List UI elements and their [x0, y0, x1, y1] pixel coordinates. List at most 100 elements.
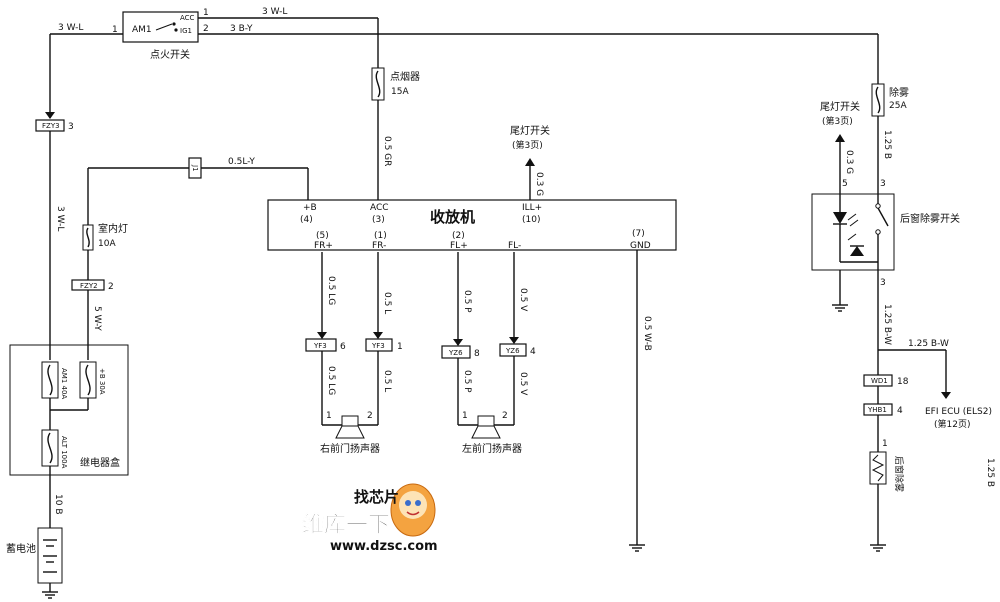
- radio-pin-gnd: GND: [630, 241, 651, 251]
- conn-wd1: WD1: [871, 377, 888, 385]
- ecu-label: EFI ECU (ELS2): [925, 407, 992, 417]
- ignition-pin-am1: AM1: [132, 25, 152, 35]
- radio-pin-fl-plus-num: (2): [452, 231, 465, 241]
- defog-switch-label: 后窗除雾开关: [900, 212, 960, 225]
- radio-pin-fr-plus-num: (5): [316, 231, 329, 241]
- fuse-alt: ALT 100A: [60, 436, 68, 469]
- dome-fuse-label: 室内灯: [98, 222, 128, 235]
- cigar-label: 点烟器: [390, 70, 420, 83]
- right-speaker-circuit: 0.5 LG 0.5 L YF3 6 YF3 1 0.5 LG 0.5 L 1 …: [305, 252, 403, 455]
- left-speaker-circuit: 0.5 P 0.5 V YZ6 8 YZ6 4 0.5 P 0.5 V 1 2 …: [441, 252, 536, 455]
- fuse-am1: AM1 40A: [60, 368, 68, 399]
- wire-label-left-top: 3 W-L: [58, 23, 83, 33]
- watermark-badge: 找芯片: [354, 488, 399, 506]
- ignition-switch: AM1 ACC IG1 点火开关 1 1 2: [112, 8, 209, 61]
- defog-fuse-wire: 1.25 B: [882, 130, 892, 159]
- ls-conn-b-num: 4: [530, 347, 536, 357]
- rs-conn-a: YF3: [313, 342, 327, 350]
- battery: 10 B 蓄电池: [6, 466, 63, 599]
- radio-title: 收放机: [430, 208, 475, 226]
- defog-wire-out: 1.25 B-W: [882, 304, 892, 345]
- ls-conn-a: YZ6: [448, 349, 463, 357]
- rs-wire-b: 0.5 L: [382, 292, 392, 314]
- wire-label-j: 0.5L-Y: [228, 157, 255, 167]
- left-speaker-label: 左前门扬声器: [462, 442, 522, 455]
- wire-label-acc: 3 W-L: [262, 7, 287, 17]
- ls-pin1: 1: [462, 411, 468, 421]
- radio-pin-ill-top: ILL+: [522, 203, 542, 213]
- defog-output: 1.25 B-W 1.25 B-W EFI ECU (ELS2) (第12页) …: [863, 300, 995, 552]
- radio-pin-acc-top: ACC: [370, 203, 389, 213]
- tail-switch-right: 尾灯开关 (第3页) 0.3 G: [820, 100, 860, 194]
- wire-label-main: 3 W-L: [55, 206, 65, 231]
- watermark-url: www.dzsc.com: [330, 539, 438, 554]
- wire-label-dome: 5 W-Y: [92, 306, 102, 331]
- ignition-title: 点火开关: [150, 48, 190, 61]
- heater-label: 后窗除雾: [893, 456, 905, 492]
- cigar-rating: 15A: [391, 87, 409, 97]
- cigar-fuse: 点烟器 15A 0.5 GR: [371, 67, 420, 200]
- cigar-wire: 0.5 GR: [382, 136, 392, 166]
- ls-pin2: 2: [502, 411, 508, 421]
- conn-fzy2: FZY2: [80, 282, 98, 290]
- rs-conn-a-num: 6: [340, 342, 346, 352]
- watermark-brand: 维库一下: [302, 512, 390, 538]
- defog-fuse: 除雾 25A 1.25 B: [871, 83, 909, 194]
- conn-j: J1: [191, 164, 199, 172]
- tail-top-wire: 0.3 G: [534, 172, 544, 196]
- battery-label: 蓄电池: [6, 542, 36, 555]
- tail-top-page: (第3页): [512, 139, 543, 151]
- conn-yhb1: YHB1: [867, 406, 887, 414]
- ignition-num-1: 1: [203, 8, 209, 18]
- conn-fzy2-num: 2: [108, 282, 114, 292]
- radio-gnd-wire: 0.5 W-B: [642, 316, 652, 351]
- radio-pin-acc-num: (3): [372, 215, 385, 225]
- conn-yhb1-num: 4: [897, 406, 903, 416]
- left-branch: FZY3 3 3 W-L J1 0.5L-Y 室内灯 10A FZY2 2 5 …: [35, 119, 309, 360]
- ignition-pin-acc: ACC: [180, 14, 195, 22]
- relay-box: AM1 40A +B 30A ALT 100A 继电器盒: [9, 344, 129, 476]
- radio-pin-fl-minus: FL-: [508, 241, 521, 251]
- rs-wire-a: 0.5 LG: [326, 276, 336, 305]
- radio-unit: 收放机 +B (4) ACC (3) ILL+ (10) (5) FR+ (1)…: [267, 199, 677, 251]
- radio-pin-fr-plus: FR+: [314, 241, 333, 251]
- watermark: 找芯片 维库一下 www.dzsc.com: [302, 483, 438, 554]
- ls-conn-a-num: 8: [474, 349, 480, 359]
- ls-wire-a: 0.5 P: [462, 290, 472, 313]
- wire-label-ig1: 3 B-Y: [230, 24, 253, 34]
- ls-wire-a2: 0.5 P: [462, 370, 472, 393]
- ls-wire-b: 0.5 V: [518, 288, 528, 312]
- radio-pin-fr-minus: FR-: [372, 241, 386, 251]
- conn-fzy3: FZY3: [42, 122, 60, 130]
- defog-pin5: 5: [842, 179, 848, 189]
- ignition-num-1-left: 1: [112, 25, 118, 35]
- conn-wd1-num: 18: [897, 377, 909, 387]
- right-speaker-label: 右前门扬声器: [320, 442, 380, 455]
- ls-conn-b: YZ6: [505, 347, 520, 355]
- ignition-num-2: 2: [203, 24, 209, 34]
- radio-pin-ill-num: (10): [522, 215, 540, 225]
- rs-wire-a2: 0.5 LG: [326, 366, 336, 395]
- tail-right-wire: 0.3 G: [844, 150, 854, 174]
- battery-wire: 10 B: [53, 494, 63, 515]
- rs-conn-b-num: 1: [397, 342, 403, 352]
- radio-pin-fr-minus-num: (1): [374, 231, 387, 241]
- relay-box-label: 继电器盒: [80, 456, 120, 469]
- fuse-b: +B 30A: [98, 368, 106, 395]
- rs-conn-b: YF3: [371, 342, 385, 350]
- defog-wire-ecu: 1.25 B-W: [908, 339, 949, 349]
- rs-pin1: 1: [326, 411, 332, 421]
- tail-top-label: 尾灯开关: [510, 124, 550, 137]
- tail-right-page: (第3页): [822, 115, 853, 127]
- defog-fuse-label: 除雾: [889, 86, 909, 99]
- defog-pin3-top: 3: [880, 179, 886, 189]
- dome-fuse-rating: 10A: [98, 239, 116, 249]
- rs-pin2: 2: [367, 411, 373, 421]
- rs-wire-b2: 0.5 L: [382, 370, 392, 392]
- radio-pin-fl-plus: FL+: [450, 241, 468, 251]
- radio-pin-b-num: (4): [300, 215, 313, 225]
- edge-wire-label: 1.25 B: [985, 458, 995, 487]
- conn-fzy3-num: 3: [68, 122, 74, 132]
- ls-wire-b2: 0.5 V: [518, 372, 528, 396]
